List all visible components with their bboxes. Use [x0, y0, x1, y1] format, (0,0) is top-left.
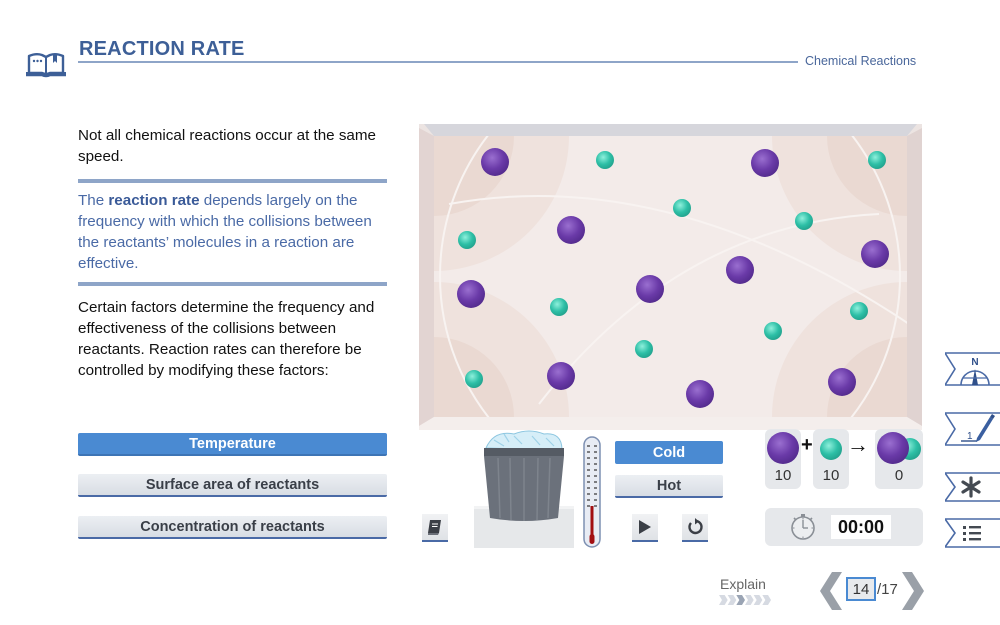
explain-step	[727, 595, 737, 605]
play-icon	[639, 520, 651, 534]
page-number-input[interactable]	[846, 577, 876, 601]
highlight-bottom-divider	[78, 282, 387, 286]
notebook-icon	[428, 520, 441, 535]
exercise-tab[interactable]: 1	[945, 412, 1000, 446]
molecule-b	[635, 340, 653, 358]
explain-button[interactable]: Explain	[720, 576, 766, 592]
orientation-tab[interactable]: N	[945, 352, 1000, 386]
ice-bucket-icon	[474, 430, 574, 548]
molecule-a	[557, 216, 585, 244]
list-icon	[963, 526, 981, 541]
previous-page-button[interactable]	[820, 572, 842, 610]
explain-step	[719, 595, 728, 605]
molecule-b	[764, 322, 782, 340]
factor-surface-area-button[interactable]: Surface area of reactants	[78, 474, 387, 497]
asterisk-icon	[961, 476, 981, 498]
compass-letter: N	[971, 357, 978, 368]
molecule-a	[686, 380, 714, 408]
molecule-counter-panel: 10 + 10 → 0	[765, 429, 923, 489]
molecule-a	[828, 368, 856, 396]
exercise-number: 1	[967, 431, 973, 442]
molecule-a	[726, 256, 754, 284]
molecule-a	[481, 148, 509, 176]
key-points-tab[interactable]	[945, 472, 1000, 502]
molecule-a	[457, 280, 485, 308]
reset-icon	[688, 518, 703, 535]
explain-step	[762, 595, 771, 605]
highlight-top-divider	[78, 179, 387, 183]
molecule-b	[596, 151, 614, 169]
book-icon	[26, 53, 66, 78]
compass-icon	[960, 369, 990, 386]
chevron-left-icon	[820, 572, 842, 610]
molecule-b	[868, 151, 886, 169]
reset-button[interactable]	[682, 514, 708, 542]
molecule-b	[458, 231, 476, 249]
molecule-a	[861, 240, 889, 268]
factor-temperature-button[interactable]: Temperature	[78, 433, 387, 456]
molecule-b	[465, 370, 483, 388]
pencil-icon	[976, 414, 995, 442]
title-divider	[78, 61, 798, 63]
reactant-a-count: 10	[774, 467, 792, 484]
plus-sign: +	[801, 434, 813, 456]
highlight-text: The reaction rate depends largely on the…	[78, 190, 388, 274]
molecule-a	[751, 149, 779, 177]
contents-tab[interactable]	[945, 518, 1000, 548]
explain-progress	[719, 595, 771, 605]
explain-step	[745, 595, 754, 605]
product-count: 0	[894, 467, 904, 484]
molecule-b	[550, 298, 568, 316]
hot-button[interactable]: Hot	[615, 475, 723, 498]
play-button[interactable]	[632, 514, 658, 542]
explain-step	[736, 595, 745, 605]
timer-panel: 00:00	[765, 508, 923, 546]
chevron-right-icon	[902, 572, 924, 610]
cold-button[interactable]: Cold	[615, 441, 723, 464]
notes-button[interactable]	[422, 514, 448, 542]
reactant-a-icon	[767, 432, 799, 464]
highlight-rest: depends largely on the frequency with wh…	[78, 192, 372, 272]
factor-concentration-button[interactable]: Concentration of reactants	[78, 516, 387, 539]
next-page-button[interactable]	[902, 572, 924, 610]
product-a-icon	[877, 432, 909, 464]
highlight-term: reaction rate	[108, 192, 200, 209]
molecule-a	[547, 362, 575, 390]
stopwatch-icon	[791, 514, 815, 540]
explain-step	[753, 595, 763, 605]
page-title: REACTION RATE	[79, 38, 245, 60]
reactant-b-count: 10	[822, 467, 840, 484]
reaction-arrow: →	[847, 432, 869, 457]
molecule-b	[673, 199, 691, 217]
reactant-a-counter: 10	[765, 429, 801, 489]
body-text: Certain factors determine the frequency …	[78, 299, 375, 379]
reaction-chamber	[419, 124, 922, 430]
thermometer-icon	[583, 436, 601, 548]
page-total: /17	[877, 581, 898, 598]
intro-text: Not all chemical reactions occur at the …	[78, 127, 376, 165]
molecule-a	[636, 275, 664, 303]
reactant-b-counter: 10	[813, 429, 849, 489]
highlight-prefix: The	[78, 192, 109, 209]
product-counter: 0	[875, 429, 923, 489]
molecule-b	[850, 302, 868, 320]
timer-display: 00:00	[831, 515, 891, 539]
reactant-b-icon	[820, 438, 842, 460]
molecule-b	[795, 212, 813, 230]
section-name: Chemical Reactions	[805, 54, 917, 68]
